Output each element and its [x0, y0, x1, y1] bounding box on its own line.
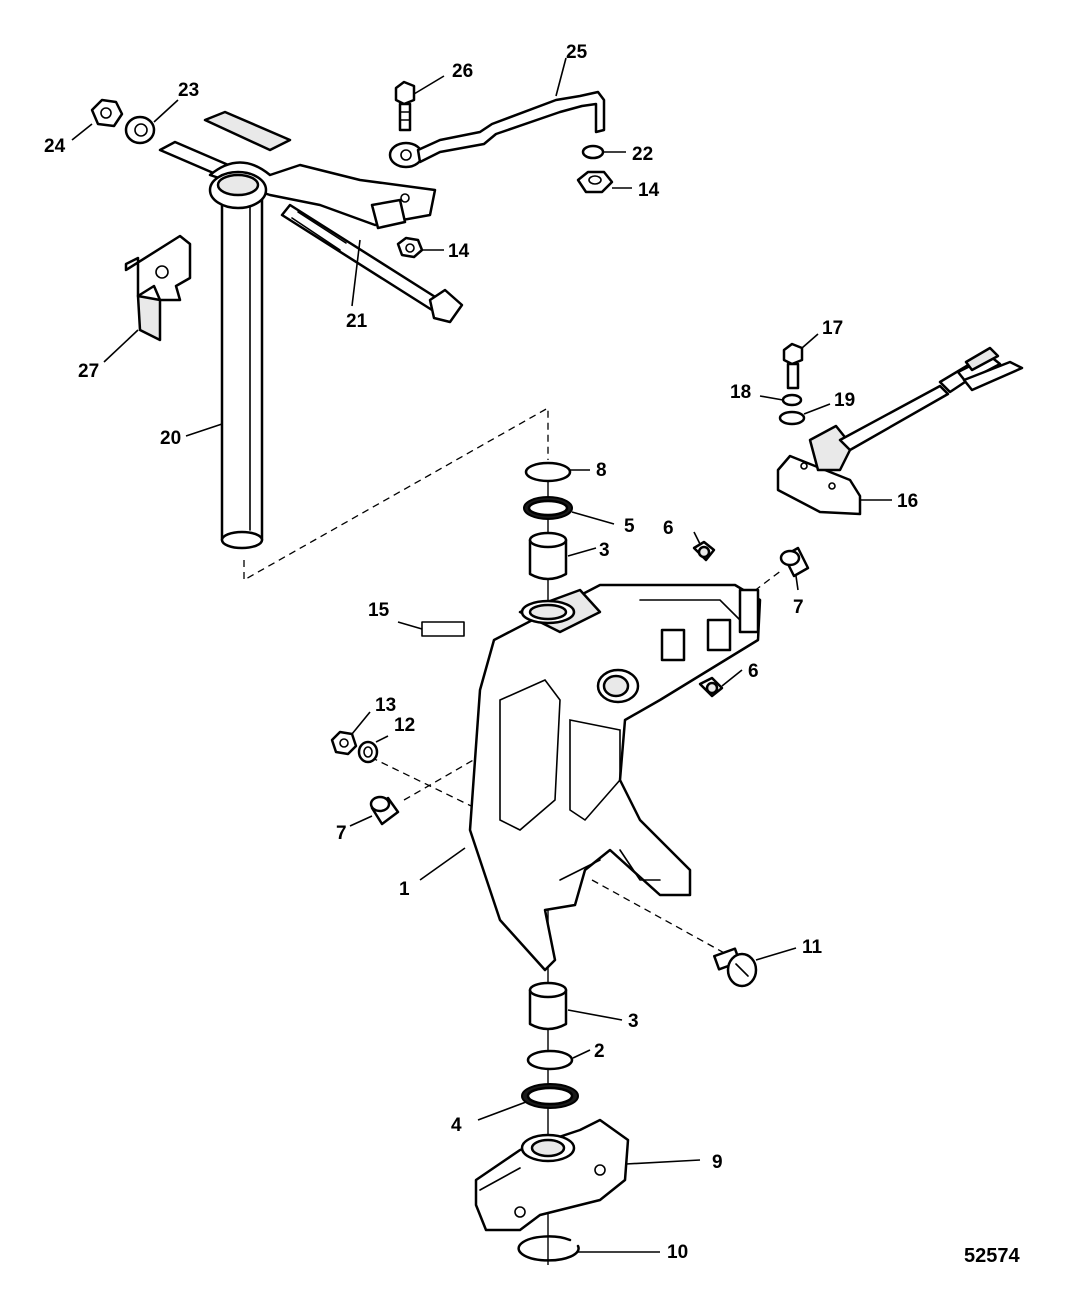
part-26-bolt — [394, 80, 416, 132]
part-3-bushing-upper — [528, 531, 568, 581]
callout-20: 20 — [160, 428, 181, 449]
callout-3-upper: 3 — [599, 540, 610, 561]
callout-1: 1 — [399, 879, 410, 900]
part-14-nut-b — [576, 170, 614, 194]
callout-15: 15 — [368, 600, 390, 621]
part-6-fitting-b — [698, 676, 724, 698]
callout-14-lower: 14 — [448, 241, 470, 262]
callout-14-upper: 14 — [638, 180, 660, 201]
part-18-lockwasher — [781, 393, 803, 407]
callout-21: 21 — [346, 311, 368, 332]
callout-10: 10 — [667, 1242, 688, 1263]
part-17-screw — [782, 342, 804, 390]
callout-5: 5 — [624, 516, 635, 537]
part-12-washer — [357, 740, 379, 764]
callout-18: 18 — [730, 382, 751, 403]
part-27-clip — [124, 234, 192, 342]
leader-lines — [71, 57, 892, 1253]
callout-9: 9 — [712, 1152, 723, 1173]
part-5-seal — [523, 496, 573, 520]
part-1-swivel-bracket — [468, 583, 762, 972]
part-6-fitting-a — [692, 540, 716, 562]
part-22-washer — [581, 144, 605, 160]
part-19-washer — [778, 410, 806, 426]
part-13-nut — [330, 730, 358, 756]
part-2-ring — [526, 1049, 574, 1071]
part-11-screw — [713, 947, 758, 988]
part-8-washer — [524, 461, 572, 483]
part-20-steering-tube — [220, 188, 264, 550]
callout-6-lower: 6 — [748, 661, 759, 682]
callout-2: 2 — [594, 1041, 605, 1062]
part-24-nut — [90, 98, 124, 128]
callout-8: 8 — [596, 460, 607, 481]
callout-6-upper: 6 — [663, 518, 674, 539]
part-7-bushing-right — [779, 546, 810, 578]
part-9-yoke — [474, 1118, 630, 1232]
callout-7-left: 7 — [336, 823, 347, 844]
callout-7-right: 7 — [793, 597, 804, 618]
part-10-retaining-ring — [517, 1235, 580, 1262]
callout-25: 25 — [566, 42, 588, 63]
callout-23: 23 — [178, 80, 199, 101]
callout-11: 11 — [802, 937, 823, 958]
callout-27: 27 — [78, 361, 99, 382]
figure-number: 52574 — [964, 1245, 1020, 1267]
callout-16: 16 — [897, 491, 918, 512]
part-7-bushing-left — [369, 795, 400, 826]
part-23-washer — [124, 115, 156, 145]
callout-4: 4 — [451, 1115, 462, 1136]
callout-labels: 1 2 3 3 4 5 6 6 7 7 8 9 10 11 12 13 14 1… — [44, 42, 918, 1263]
callout-12: 12 — [394, 715, 415, 736]
callout-26: 26 — [452, 61, 473, 82]
callout-17: 17 — [822, 318, 843, 339]
callout-22: 22 — [632, 144, 653, 165]
callout-24: 24 — [44, 136, 66, 157]
part-14-nut-a — [396, 236, 424, 259]
callout-19: 19 — [834, 390, 855, 411]
part-16-switch — [776, 346, 1024, 516]
part-15-decal — [421, 621, 465, 637]
part-20-steering-arm — [158, 110, 437, 230]
callout-3-lower: 3 — [628, 1011, 639, 1032]
part-21-bolt — [280, 203, 464, 324]
part-25-link-rod — [388, 90, 606, 169]
callout-13: 13 — [375, 695, 396, 716]
part-3-bushing-lower — [528, 981, 568, 1031]
part-4-seal — [521, 1083, 579, 1109]
